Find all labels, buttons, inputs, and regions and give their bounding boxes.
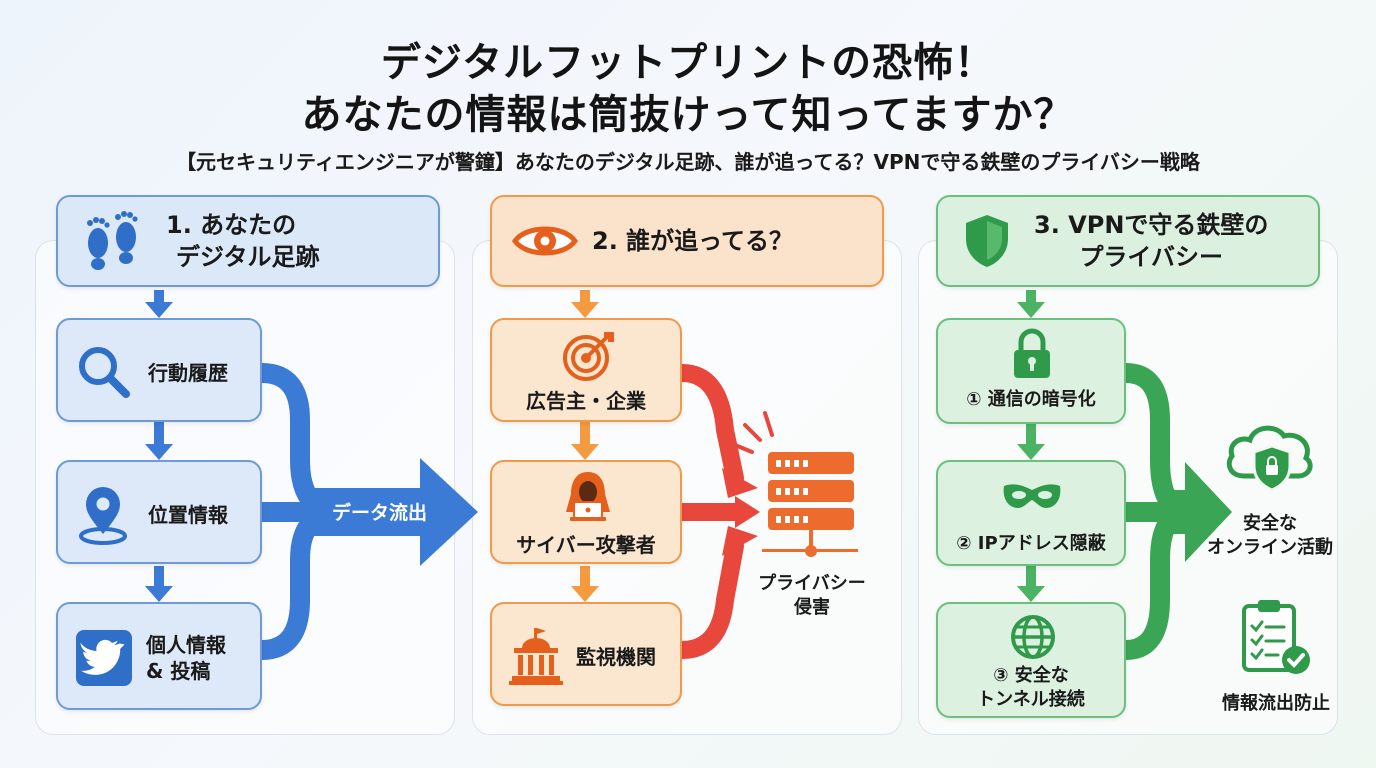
government-building-icon bbox=[509, 628, 563, 685]
clipboard-check-icon bbox=[1242, 600, 1310, 674]
personal-info-box: 個人情報 & 投稿 bbox=[56, 602, 262, 710]
globe-icon bbox=[1011, 615, 1055, 659]
secure-tunnel-box: ③ 安全な トンネル接続 bbox=[936, 602, 1126, 718]
mask-icon bbox=[1003, 484, 1061, 508]
privacy-violation-label-line-2: 侵害 bbox=[794, 597, 830, 618]
behavior-history-label: 行動履歴 bbox=[148, 361, 228, 385]
surveillance-agencies-box: 監視機関 bbox=[490, 602, 682, 706]
ip-hiding-box: ② IPアドレス隠蔽 bbox=[936, 460, 1126, 566]
magnifier-icon bbox=[79, 347, 130, 398]
ip-hiding-label: ② IPアドレス隠蔽 bbox=[956, 533, 1106, 554]
footprints-icon bbox=[87, 211, 138, 270]
safe-online-activity-line-1: 安全な bbox=[1243, 513, 1297, 534]
twitter-bird-icon bbox=[76, 630, 132, 686]
shield-icon bbox=[966, 215, 1008, 267]
safe-online-activity-line-2: オンライン活動 bbox=[1207, 537, 1333, 558]
section-1-header-line-2: デジタル足跡 bbox=[176, 243, 320, 271]
data-outflow-label: データ流出 bbox=[332, 502, 428, 524]
subtitle: 【元セキュリティエンジニアが警鐘】あなたのデジタル足跡、誰が追ってる？VPNで守… bbox=[176, 150, 1200, 174]
cyber-attackers-label: サイバー攻撃者 bbox=[516, 533, 656, 557]
title-line-1: デジタルフットプリントの恐怖！ bbox=[380, 40, 996, 86]
cyber-attackers-box: サイバー攻撃者 bbox=[490, 460, 682, 564]
section-2-header-label: 2. 誰が追ってる？ bbox=[592, 227, 793, 255]
section-3-header-line-1: 3. VPNで守る鉄壁の bbox=[1034, 211, 1269, 239]
secure-tunnel-label-line-1: ③ 安全な bbox=[993, 665, 1069, 686]
section-2-header: 2. 誰が追ってる？ bbox=[490, 195, 884, 287]
privacy-violation-label: プライバシー 侵害 bbox=[742, 572, 882, 620]
padlock-icon bbox=[1014, 328, 1050, 378]
privacy-violation-label-line-1: プライバシー bbox=[758, 573, 866, 594]
personal-info-label-line-2: & 投稿 bbox=[146, 659, 211, 683]
server-icon bbox=[762, 452, 858, 557]
location-info-label: 位置情報 bbox=[148, 503, 228, 527]
encryption-box: ① 通信の暗号化 bbox=[936, 318, 1126, 424]
section-3-header: 3. VPNで守る鉄壁の プライバシー bbox=[936, 195, 1320, 287]
section-1-header: 1. あなたの デジタル足跡 bbox=[56, 195, 440, 287]
surveillance-agencies-label: 監視機関 bbox=[576, 645, 656, 669]
safe-online-activity-label: 安全な オンライン活動 bbox=[1190, 512, 1350, 560]
section-3-header-line-2: プライバシー bbox=[1079, 243, 1223, 271]
location-pin-icon bbox=[79, 487, 127, 545]
personal-info-label-line-1: 個人情報 bbox=[146, 633, 226, 657]
behavior-history-box: 行動履歴 bbox=[56, 318, 262, 422]
title-line-2: あなたの情報は筒抜けって知ってますか？ bbox=[301, 92, 1075, 138]
eye-icon bbox=[512, 226, 578, 256]
advertisers-label: 広告主・企業 bbox=[526, 389, 646, 413]
encryption-label: ① 通信の暗号化 bbox=[966, 389, 1096, 410]
location-info-box: 位置情報 bbox=[56, 460, 262, 564]
hacker-icon bbox=[566, 472, 610, 521]
leak-prevention-label: 情報流出防止 bbox=[1222, 693, 1330, 714]
advertisers-box: 広告主・企業 bbox=[490, 318, 682, 422]
target-icon bbox=[563, 332, 614, 381]
cloud-shield-icon bbox=[1226, 425, 1313, 492]
section-1-header-line-1: 1. あなたの bbox=[166, 211, 297, 239]
secure-tunnel-label-line-2: トンネル接続 bbox=[977, 689, 1085, 710]
